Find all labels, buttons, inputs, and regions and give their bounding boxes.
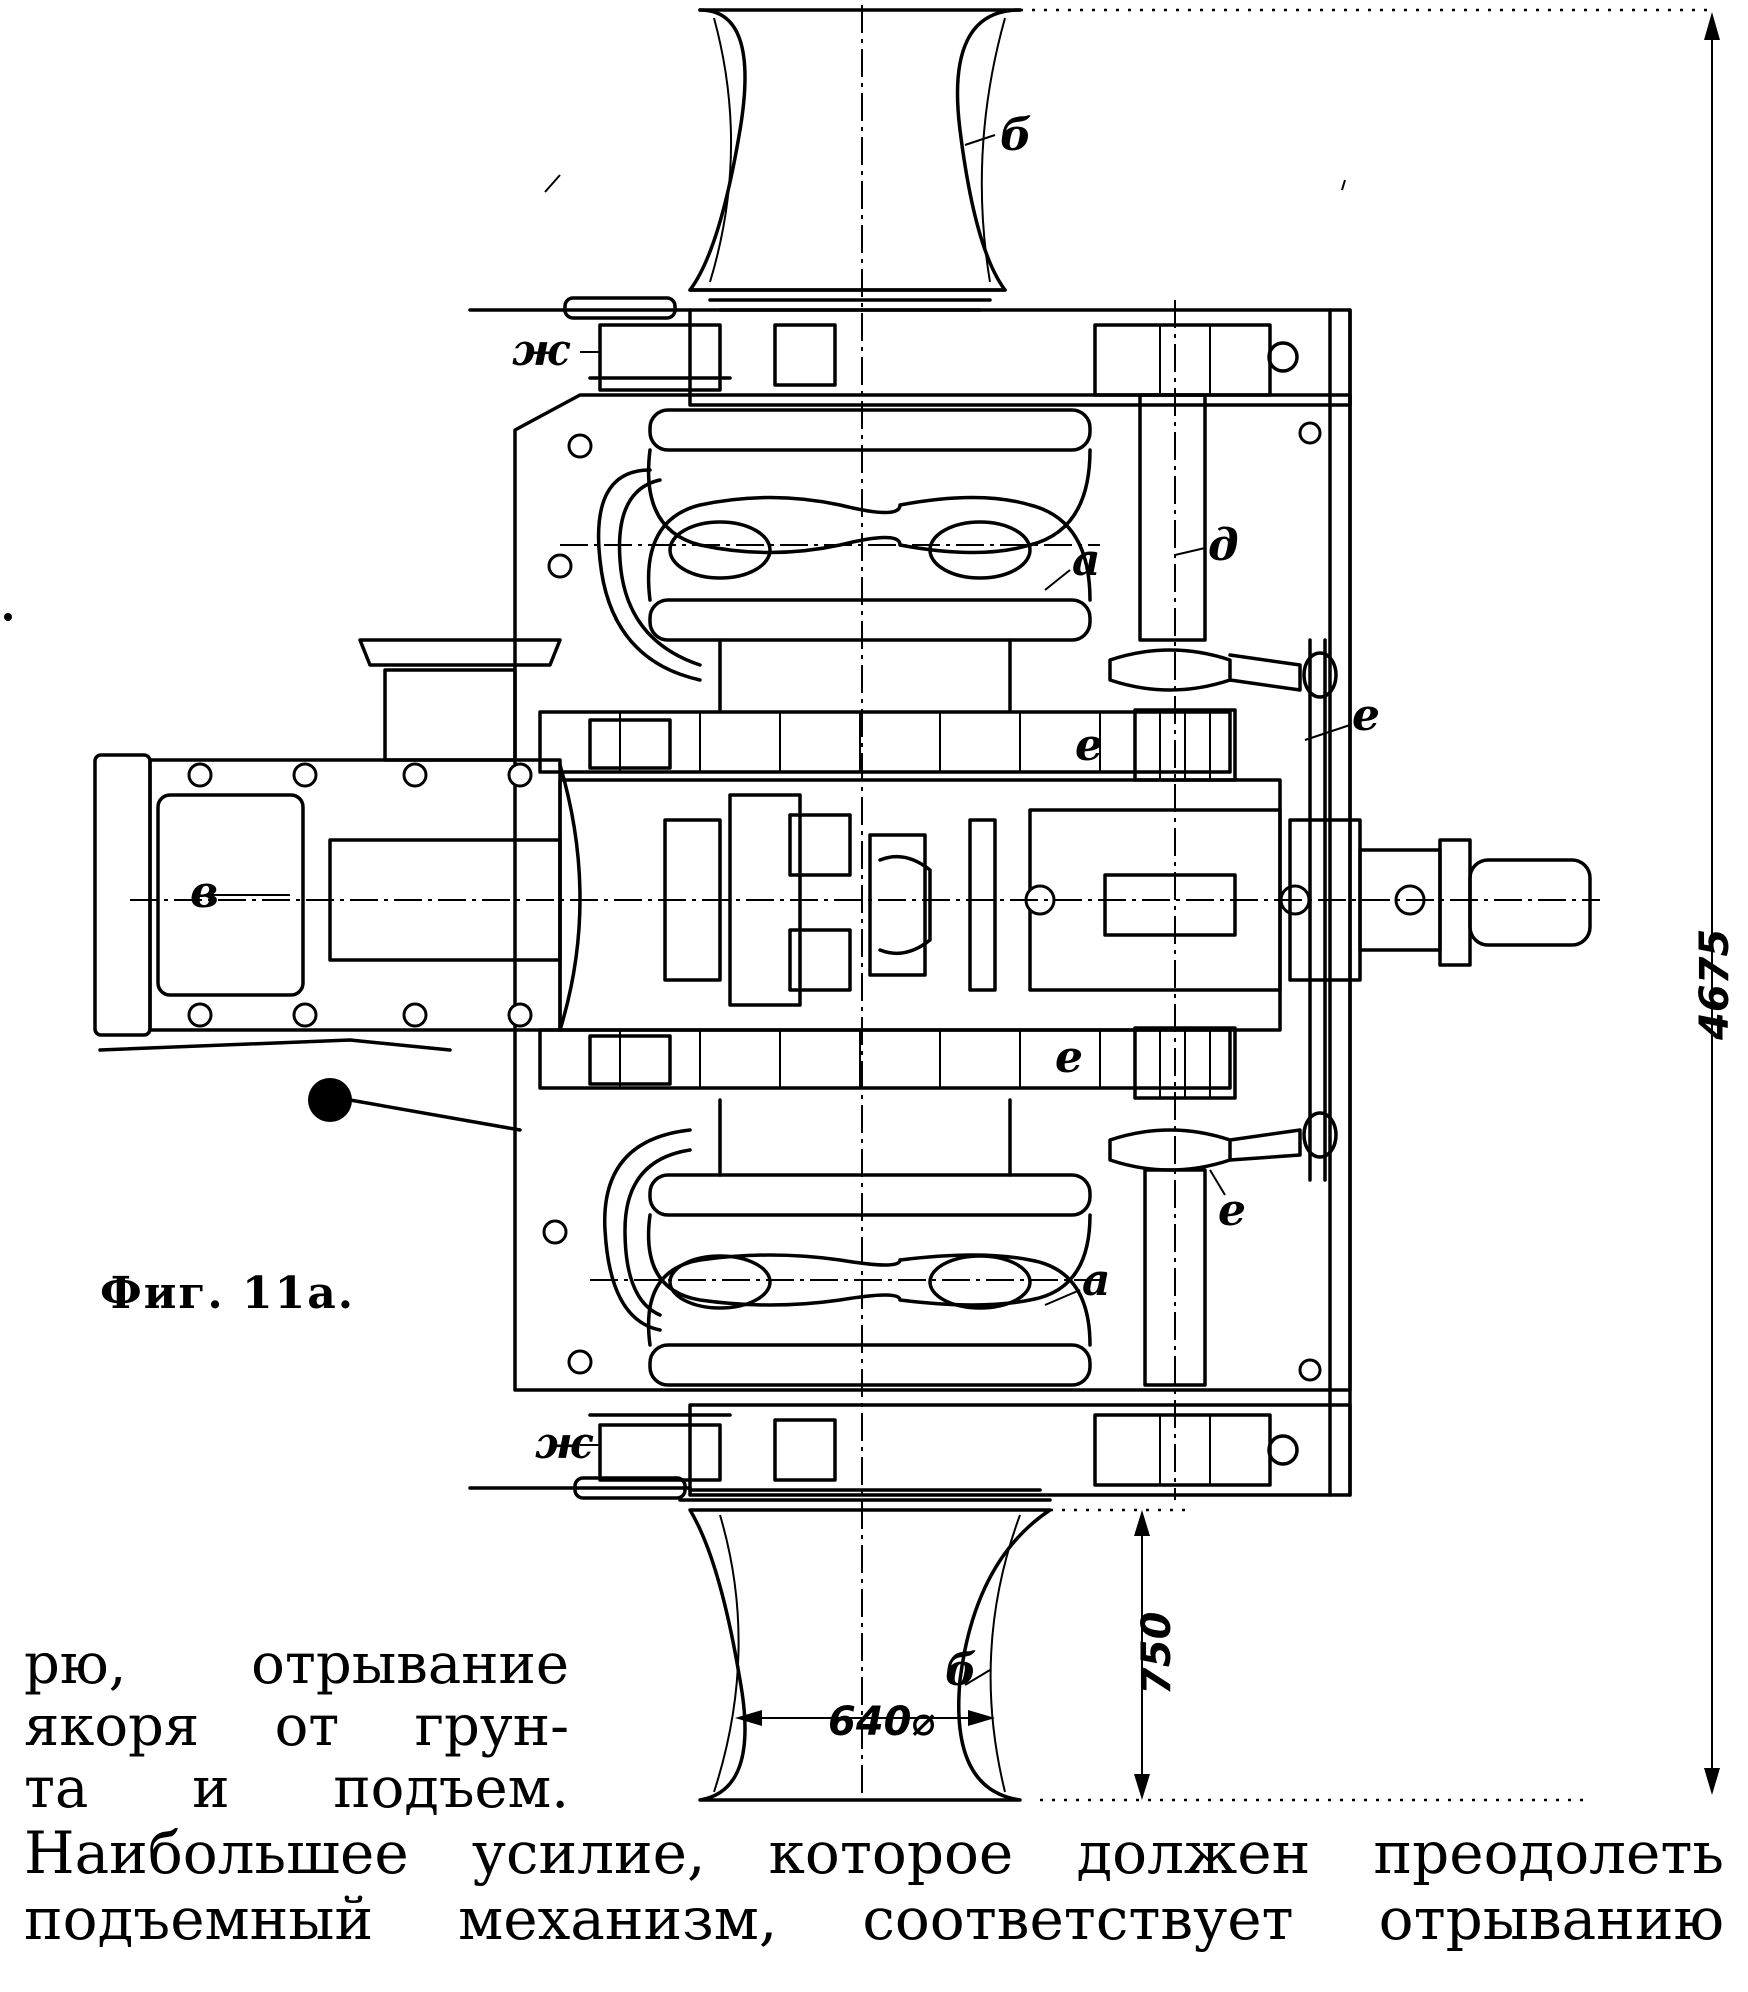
label-gear-top: е bbox=[1075, 720, 1103, 771]
top-capstan bbox=[688, 8, 1022, 312]
label-shaft: д bbox=[1208, 520, 1239, 571]
capstan-diameter-dimension bbox=[735, 1710, 995, 1726]
leader-drum-bottom bbox=[1044, 1289, 1081, 1306]
label-capstan-bottom: б bbox=[945, 1645, 977, 1696]
leader-brake-top bbox=[1304, 724, 1351, 741]
pawl-bottom bbox=[468, 1413, 732, 1500]
central-housing bbox=[558, 778, 1592, 1032]
capstan-height-dimension bbox=[1134, 1510, 1150, 1800]
label-drum-bottom: а bbox=[1082, 1255, 1111, 1306]
label-capstan-top: б bbox=[1000, 110, 1032, 161]
stray-mark bbox=[544, 174, 561, 193]
text-line: Наибольшее усилие, которое должен преодо… bbox=[24, 1819, 1724, 1887]
dimension-capstan-diameter: 640⌀ bbox=[828, 1699, 936, 1745]
label-gear-bottom: е bbox=[1055, 1032, 1083, 1083]
leader-capstan-top bbox=[964, 134, 996, 146]
lower-drum bbox=[603, 1098, 1092, 1387]
text-line: подъемный механизм, соответствует отрыва… bbox=[24, 1885, 1724, 1953]
leader-drum-top bbox=[1044, 569, 1071, 591]
overall-dimension bbox=[1704, 12, 1720, 1795]
upper-drum bbox=[596, 408, 1092, 712]
body-text-block: Наибольшее усилие, которое должен преодо… bbox=[24, 1820, 1724, 1952]
label-motor: в bbox=[190, 867, 219, 918]
text-line: рю, отрывание bbox=[24, 1632, 569, 1697]
stray-dot bbox=[4, 613, 12, 621]
stray-mark-2 bbox=[1341, 179, 1346, 191]
label-brake-top: е bbox=[1352, 690, 1380, 741]
leader-capstan-bottom bbox=[964, 1669, 991, 1686]
upper-gear bbox=[538, 708, 1237, 782]
leader-shaft bbox=[1174, 547, 1206, 556]
label-pawl-bottom: ж bbox=[535, 1418, 594, 1469]
bottom-capstan bbox=[678, 1488, 1052, 1802]
label-pawl-top: ж bbox=[512, 325, 571, 376]
side-text-block: рю, отрывание якоря от грун- та и подъем… bbox=[24, 1634, 569, 1820]
label-drum-top: а bbox=[1072, 535, 1101, 586]
label-brake-bottom: е bbox=[1218, 1185, 1246, 1236]
dimension-capstan-height: 750 bbox=[1134, 1612, 1180, 1696]
motor bbox=[93, 638, 582, 1132]
pawl-top bbox=[468, 296, 732, 392]
dimension-overall: 4675 bbox=[1692, 929, 1738, 1041]
text-line: та и подъем. bbox=[24, 1756, 569, 1821]
lower-gear bbox=[538, 1026, 1237, 1100]
leader-brake-bottom bbox=[1209, 1169, 1226, 1196]
figure-caption: Фиг. 11а. bbox=[100, 1268, 356, 1319]
text-line: якоря от грун- bbox=[24, 1694, 569, 1759]
